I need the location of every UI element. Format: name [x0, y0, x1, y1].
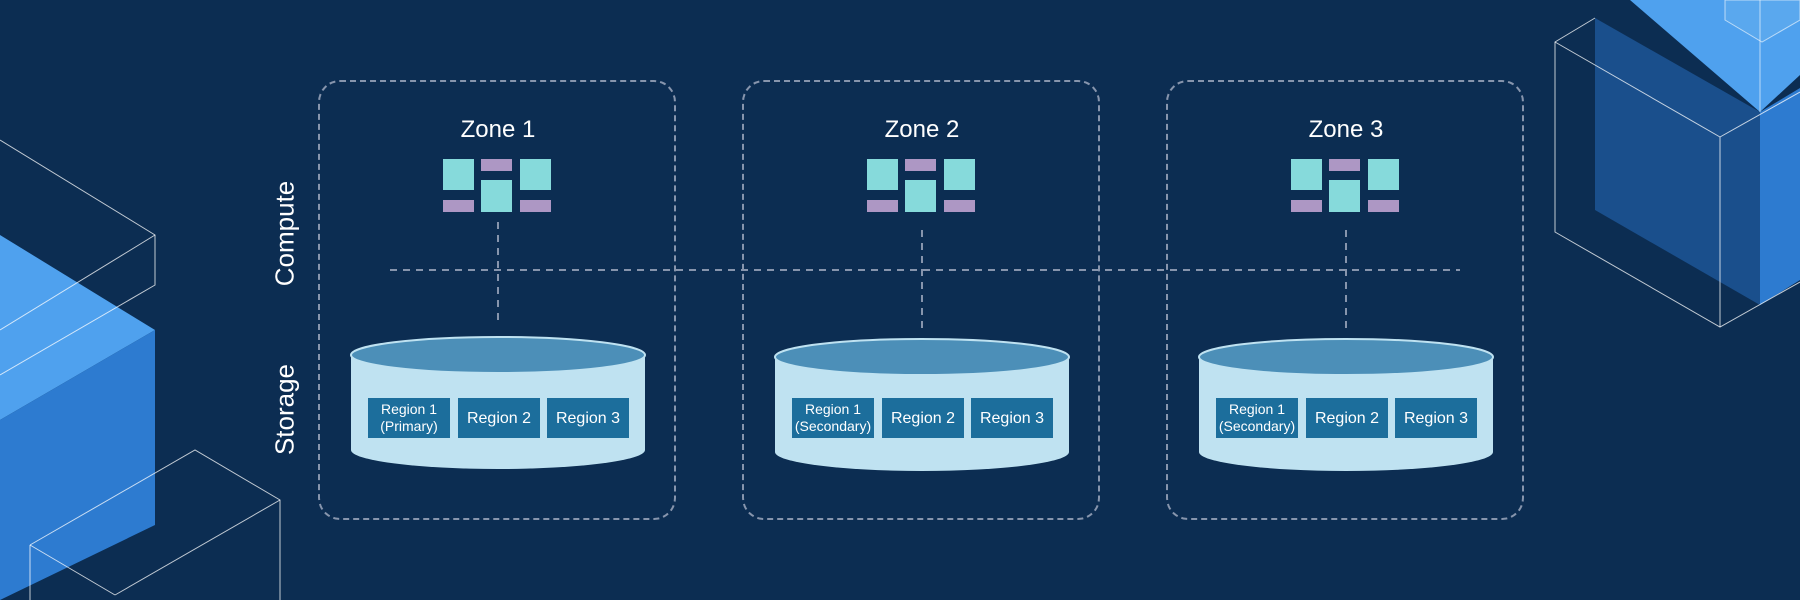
zone-2-region-3: Region 3 [971, 398, 1053, 438]
zone-1-compute-icon [443, 159, 551, 212]
right-cube-small-top [1724, 0, 1800, 43]
zone-2-region-2: Region 2 [882, 398, 964, 438]
zone-3-region-2: Region 2 [1306, 398, 1388, 438]
zone-3-container [1166, 80, 1524, 520]
right-wire-cube [1554, 17, 1800, 328]
right-wire-edge [1554, 41, 1721, 138]
right-wire-edge-3 [1719, 91, 1800, 138]
zone-1-title: Zone 1 [460, 116, 536, 143]
right-cube-front-face [1760, 88, 1800, 305]
zone-2-region-1: Region 1(Secondary) [792, 398, 874, 438]
left-cube-top-face [0, 235, 155, 420]
left-wire-edge-2 [29, 544, 116, 596]
zone-1-region-2: Region 2 [458, 398, 540, 438]
zone-1-region-1: Region 1(Primary) [368, 398, 450, 438]
zone-1-region-3: Region 3 [547, 398, 629, 438]
compute-axis-label: Compute [269, 180, 300, 287]
zone-3-compute-icon [1291, 159, 1399, 212]
zone-1-container [318, 80, 676, 520]
left-wire-edge-4 [114, 499, 281, 596]
left-wire-edge [0, 234, 156, 331]
left-wire-cube-upper [0, 139, 156, 376]
storage-axis-label: Storage [269, 363, 300, 456]
zone-3-region-3: Region 3 [1395, 398, 1477, 438]
zone-2-title: Zone 2 [884, 116, 960, 143]
zone-3-title: Zone 3 [1308, 116, 1384, 143]
zone-2-compute-icon [867, 159, 975, 212]
zone-2-container [742, 80, 1100, 520]
left-wire-cube-lower [29, 449, 281, 600]
zone-3-region-1: Region 1(Secondary) [1216, 398, 1298, 438]
right-cube-side-face [1595, 18, 1760, 305]
left-cube-front-face [0, 330, 155, 600]
